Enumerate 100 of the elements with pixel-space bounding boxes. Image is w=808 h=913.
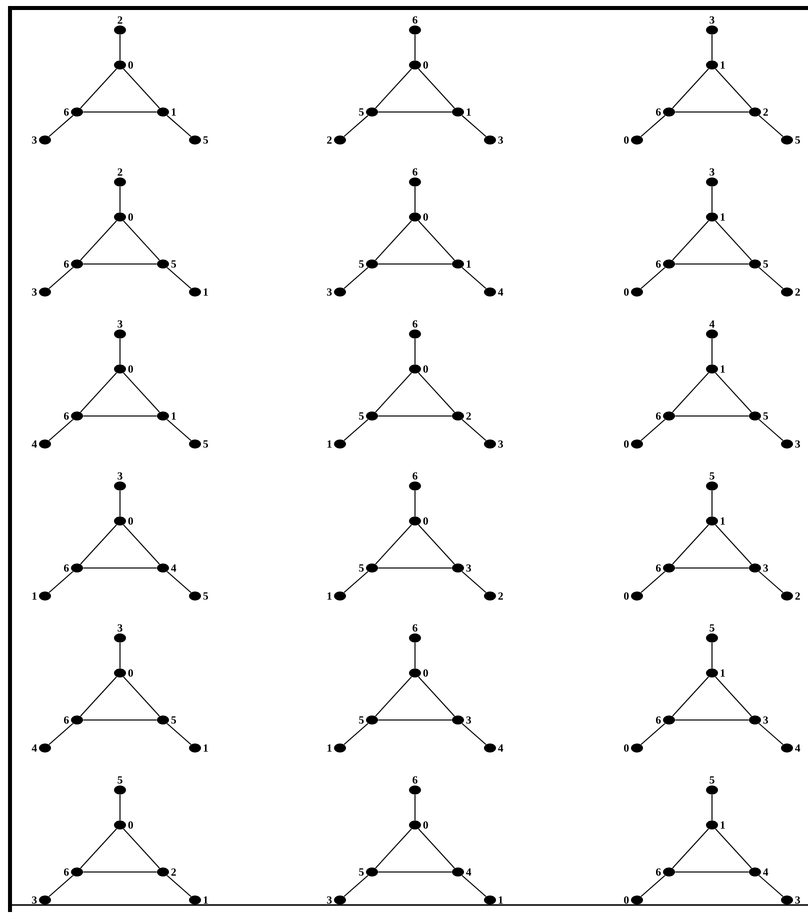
vertex-dot [484,592,496,600]
vertex-dot [484,744,496,752]
vertex-dot [334,288,346,296]
vertex-dot [114,482,126,490]
vertex-label: 0 [624,896,629,904]
vertex-label: 6 [412,16,418,24]
edge-line [375,220,412,261]
vertex-label: 0 [128,821,133,829]
vertex-dot [114,516,126,526]
vertex-label: 3 [795,440,800,448]
vertex-dot [366,716,378,724]
vertex-dot [189,440,201,448]
edge-line [344,419,368,441]
vertex-label: 2 [498,592,503,600]
edge-line [758,115,784,137]
vertex-dot [71,868,83,876]
vertex-dot [366,564,378,572]
edge-line [344,267,368,289]
vertex-dot [663,412,675,420]
edge-line [640,723,666,745]
vertex-dot [409,482,421,490]
edge-line [672,220,709,261]
edge-line [672,524,709,565]
vertex-label: 5 [710,624,714,632]
vertex-label: 3 [32,288,37,296]
edge-line [640,571,666,593]
vertex-label: 0 [624,288,629,296]
vertex-label: 5 [359,564,364,572]
vertex-dot [706,60,718,70]
edge-line [640,875,666,897]
edge-line [715,372,752,413]
vertex-dot [749,564,761,572]
vertex-dot [409,786,421,794]
vertex-label: 4 [763,868,768,876]
vertex-label: 3 [32,136,37,144]
vertex-dot [409,212,421,222]
edge-line [414,794,416,821]
edge-line [715,220,752,261]
vertex-label: 1 [720,213,725,221]
vertex-label: 1 [720,61,725,69]
edge-line [166,723,192,745]
edge-line [166,267,192,289]
edge-line [80,676,117,717]
edge-line [715,524,752,565]
vertex-label: 2 [327,136,332,144]
vertex-dot [663,108,675,116]
edge-line [758,267,784,289]
vertex-label: 1 [204,896,208,904]
vertex-label: 5 [359,412,364,420]
edge-line [672,68,709,109]
vertex-dot [39,136,51,144]
edge-line [375,828,412,869]
vertex-dot [409,516,421,526]
vertex-dot [706,820,718,830]
vertex-label: 2 [795,592,800,600]
vertex-label: 3 [710,16,714,24]
edge-line [758,419,784,441]
vertex-dot [409,26,421,34]
vertex-dot [749,260,761,268]
vertex-dot [631,136,643,144]
vertex-dot [706,668,718,678]
vertex-label: 3 [498,136,503,144]
vertex-label: 5 [710,472,714,480]
edge-line [80,68,117,109]
vertex-label: 3 [118,320,122,328]
vertex-dot [334,440,346,448]
vertex-dot [39,744,51,752]
edge-line [80,828,117,869]
vertex-dot [781,896,793,904]
vertex-label: 6 [656,716,661,724]
vertex-label: 5 [171,716,176,724]
vertex-dot [366,260,378,268]
vertex-label: 5 [118,776,122,784]
vertex-dot [71,564,83,572]
edge-line [640,419,666,441]
edge-line [344,115,368,137]
vertex-dot [484,896,496,904]
vertex-dot [189,896,201,904]
edge-line [672,676,709,717]
vertex-dot [706,330,718,338]
vertex-dot [114,26,126,34]
vertex-label: 1 [720,517,725,525]
edge-line [462,723,486,745]
edge-line [166,115,192,137]
vertex-dot [706,26,718,34]
edge-line [344,875,368,897]
vertex-label: 3 [710,168,714,176]
vertex-label: 3 [795,896,800,904]
vertex-dot [631,896,643,904]
edge-line [715,676,752,717]
vertex-label: 1 [328,592,332,600]
vertex-dot [366,412,378,420]
vertex-dot [409,820,421,830]
vertex-dot [114,212,126,222]
edge-line [414,186,416,213]
vertex-dot [452,868,464,876]
vertex-label: 1 [466,108,471,116]
vertex-dot [114,60,126,70]
edge-line [758,875,784,897]
edge-line [462,571,486,593]
